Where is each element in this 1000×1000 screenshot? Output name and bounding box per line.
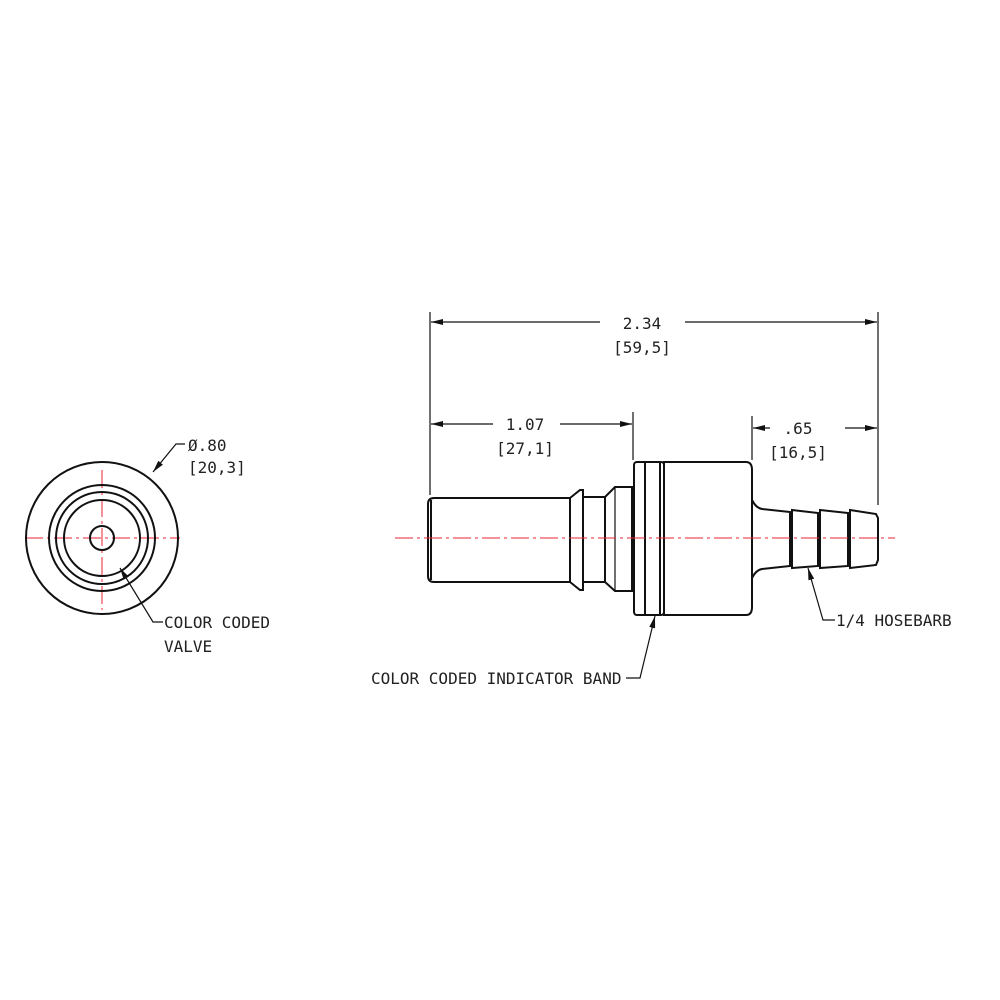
outer-circle (25, 461, 179, 615)
end-view: Ø.80 [20,3] COLOR CODED VALVE (25, 436, 270, 656)
overall-length: 2.34 (623, 314, 662, 333)
overall-length-metric: [59,5] (613, 338, 671, 357)
dimension-insert: 1.07 [27,1] (431, 412, 634, 460)
valve-label-line1: COLOR CODED (164, 613, 270, 632)
insert-tube (427, 497, 571, 583)
barb-ring (819, 508, 849, 570)
hosebarb-leader (807, 567, 835, 621)
insert-neck (582, 496, 606, 583)
valve-ring-inner (63, 499, 141, 577)
center-hole (89, 525, 115, 551)
diameter-leader (152, 443, 185, 473)
dimension-overall: 2.34 [59,5] (429, 312, 879, 505)
coupling-body (663, 461, 753, 616)
dimension-barb: .65 [16,5] (751, 416, 877, 462)
diameter-label: Ø.80 (188, 436, 227, 455)
barb-ring (791, 508, 819, 570)
thick-ring (48, 484, 156, 592)
barb-neck (751, 499, 791, 579)
barb-length: .65 (784, 419, 813, 438)
barb-length-metric: [16,5] (769, 443, 827, 462)
valve-ring-outer (55, 491, 149, 585)
insert-flare (569, 489, 584, 591)
barb-ring (849, 508, 879, 570)
band-label: COLOR CODED INDICATOR BAND (371, 669, 621, 688)
hosebarb-label: 1/4 HOSEBARB (836, 611, 952, 630)
valve-leader (119, 567, 163, 623)
insert-length-metric: [27,1] (496, 439, 554, 458)
side-view: 2.34 [59,5] 1.07 [27,1] .65 [16,5] 1/4 H… (371, 312, 952, 688)
insert-taper (604, 486, 633, 592)
insert-length: 1.07 (506, 415, 545, 434)
valve-label-line2: VALVE (164, 637, 212, 656)
band-leader (626, 615, 656, 679)
diameter-metric: [20,3] (188, 458, 246, 477)
